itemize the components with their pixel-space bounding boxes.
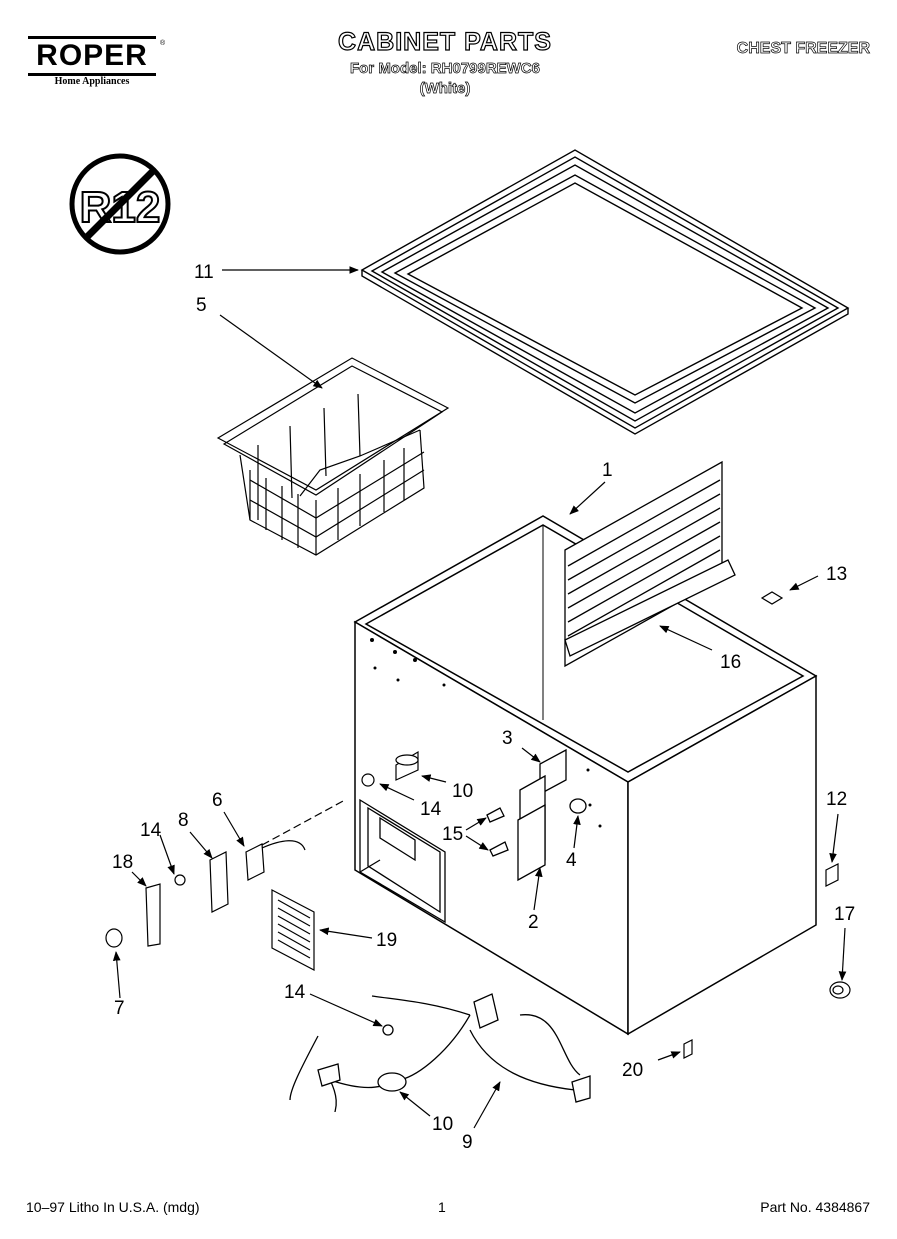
leader-lines <box>112 266 847 1129</box>
callout-19: 19 <box>376 930 397 951</box>
callout-labels: 11 5 1 13 16 3 10 14 12 6 8 14 15 4 18 2… <box>112 262 855 1153</box>
cabinet-body-part <box>353 515 818 1036</box>
callout-2: 2 <box>528 912 539 933</box>
callout-12: 12 <box>826 789 847 810</box>
page-title: CABINET PARTS <box>337 27 552 56</box>
callout-17: 17 <box>834 904 855 925</box>
compressor-opening <box>359 798 446 924</box>
relay-cover-upper <box>361 750 419 787</box>
callout-7: 7 <box>114 998 125 1019</box>
leader-dashed <box>261 799 346 846</box>
lid-gasket-part <box>360 149 850 435</box>
callout-4: 4 <box>566 850 577 871</box>
footer-part-number: Part No. 4384867 <box>760 1199 870 1215</box>
callout-1: 1 <box>602 460 613 481</box>
callout-10-lower: 10 <box>432 1114 453 1135</box>
footer-page-number: 1 <box>438 1199 446 1215</box>
callout-20: 20 <box>622 1060 643 1081</box>
product-name: CHEST FREEZER <box>736 40 870 58</box>
no-r12-icon: R12 <box>69 153 171 255</box>
color-line: (White) <box>419 80 471 98</box>
footer-print-info: 10–97 Litho In U.S.A. (mdg) <box>26 1199 200 1215</box>
trademark-mark: ® <box>160 40 166 47</box>
brand-tagline: Home Appliances <box>54 76 130 87</box>
callout-16: 16 <box>720 652 741 673</box>
clip-part-12 <box>825 863 839 887</box>
callout-9: 9 <box>462 1132 473 1153</box>
callout-3: 3 <box>502 728 513 749</box>
brand-logo: ROPER <box>28 36 156 76</box>
part-20 <box>683 1039 693 1059</box>
wire-basket-part <box>216 357 450 556</box>
label-part-13 <box>760 591 784 605</box>
wiring-harness-part <box>289 993 591 1113</box>
callout-14-lower: 14 <box>284 982 306 1003</box>
divider-part <box>564 460 736 668</box>
callout-11: 11 <box>194 262 214 283</box>
callout-8: 8 <box>178 810 189 831</box>
cabinet-holes <box>370 638 602 828</box>
drain-plug-part <box>829 981 851 999</box>
callout-14-left: 14 <box>140 820 162 841</box>
control-parts <box>105 840 315 971</box>
callout-18: 18 <box>112 852 133 873</box>
callout-5: 5 <box>196 295 207 316</box>
hinge-assembly <box>486 748 587 882</box>
callout-15: 15 <box>442 824 463 845</box>
model-line: For Model: RH0799REWC6 <box>349 60 541 78</box>
callout-6: 6 <box>212 790 223 811</box>
callout-10-upper: 10 <box>452 781 473 802</box>
callout-13: 13 <box>826 564 847 585</box>
callout-14-upper: 14 <box>420 799 442 820</box>
